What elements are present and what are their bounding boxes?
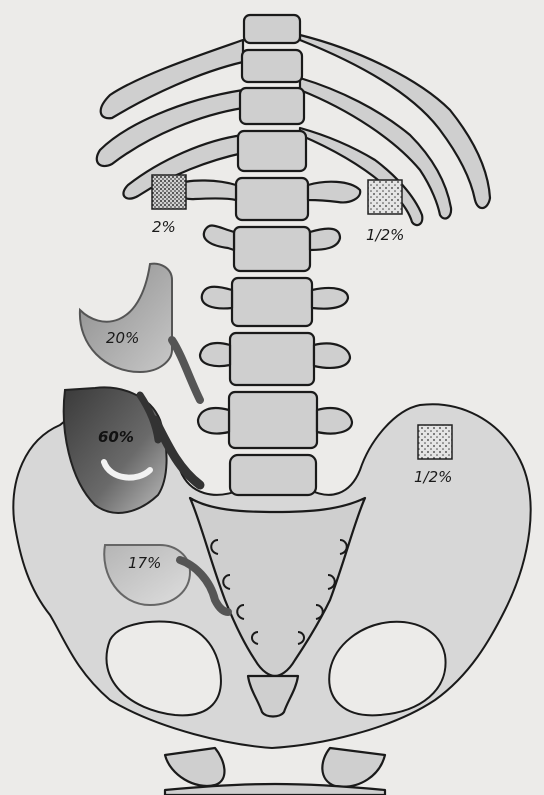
label-pelvic: 17% <box>128 554 161 572</box>
upper-right-stipple-square <box>368 180 402 214</box>
subhepatic-appendix <box>80 264 200 400</box>
label-upper-left-square: 2% <box>152 218 176 236</box>
label-iliac-square: 1/2% <box>414 468 452 486</box>
label-subhepatic: 20% <box>106 329 139 347</box>
iliac-stipple-square <box>418 425 452 459</box>
label-upper-right-square: 1/2% <box>366 226 404 244</box>
upper-left-stipple-square <box>152 175 186 209</box>
label-retrocecal: 60% <box>98 428 134 446</box>
